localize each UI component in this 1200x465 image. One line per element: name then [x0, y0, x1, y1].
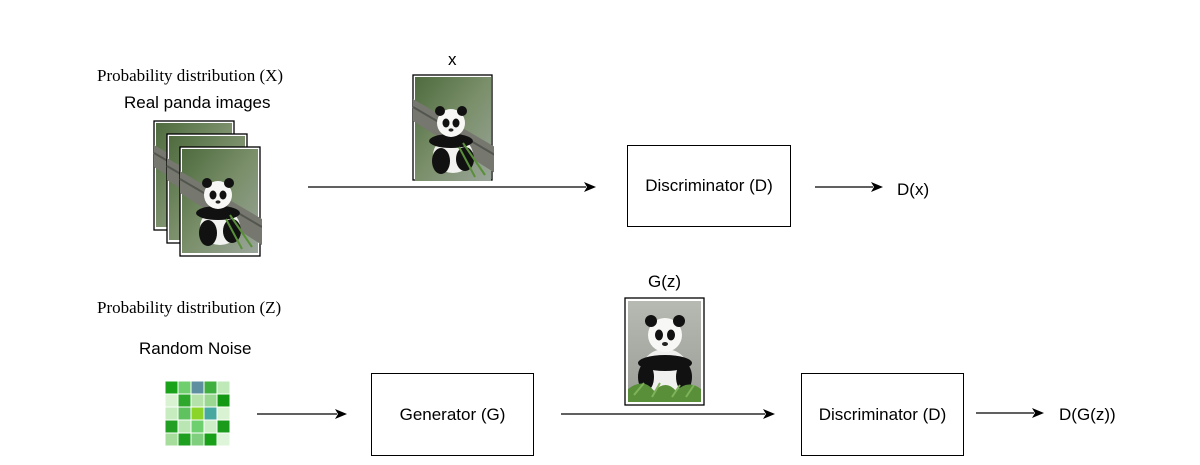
noise-cell — [190, 432, 205, 447]
generated-panda-image — [624, 297, 705, 406]
noise-cell — [203, 380, 218, 395]
noise-cell — [203, 432, 218, 447]
noise-cell — [177, 419, 192, 434]
random-noise-grid — [164, 380, 231, 447]
noise-cell — [203, 393, 218, 408]
generator-label: Generator (G) — [399, 404, 506, 424]
noise-cell — [177, 432, 192, 447]
noise-cell — [164, 432, 179, 447]
output-d-x-label: D(x) — [897, 180, 930, 199]
noise-cell — [164, 380, 179, 395]
discriminator-top-output-arrow — [815, 182, 883, 192]
real-images-subtitle: Real panda images — [124, 93, 271, 112]
noise-distribution-title: Probability distribution (Z) — [97, 298, 282, 317]
generator-to-discriminator-arrow — [561, 409, 775, 419]
noise-cell — [164, 406, 179, 421]
discriminator-top-label: Discriminator (D) — [645, 176, 773, 195]
noise-cell — [190, 380, 205, 395]
noise-cell — [177, 393, 192, 408]
noise-cell — [216, 432, 231, 447]
noise-cell — [216, 406, 231, 421]
noise-cell — [190, 419, 205, 434]
noise-cell — [203, 406, 218, 421]
noise-cell — [216, 393, 231, 408]
real-to-discriminator-arrow — [308, 182, 596, 192]
random-noise-subtitle: Random Noise — [139, 339, 252, 358]
real-panda-images-stack — [153, 120, 262, 257]
generated-sample-label: G(z) — [648, 272, 682, 291]
real-distribution-title: Probability distribution (X) — [97, 66, 284, 85]
discriminator-bottom-box: Discriminator (D) — [801, 373, 964, 456]
real-panda-sample-image — [412, 74, 494, 182]
noise-to-generator-arrow — [257, 409, 347, 419]
noise-cell — [164, 393, 179, 408]
sample-x-label: x — [448, 50, 457, 69]
noise-cell — [177, 406, 192, 421]
noise-cell — [177, 380, 192, 395]
noise-cell — [190, 406, 205, 421]
discriminator-bottom-output-arrow — [976, 408, 1044, 418]
noise-cell — [216, 380, 231, 395]
noise-cell — [203, 419, 218, 434]
discriminator-top-box: Discriminator (D) — [627, 145, 791, 227]
generator-box: Generator (G) — [371, 373, 534, 456]
noise-cell — [216, 419, 231, 434]
noise-cell — [190, 393, 205, 408]
discriminator-bottom-label: Discriminator (D) — [818, 404, 947, 424]
output-d-g-z-label: D(G(z)) — [1059, 405, 1116, 424]
noise-cell — [164, 419, 179, 434]
